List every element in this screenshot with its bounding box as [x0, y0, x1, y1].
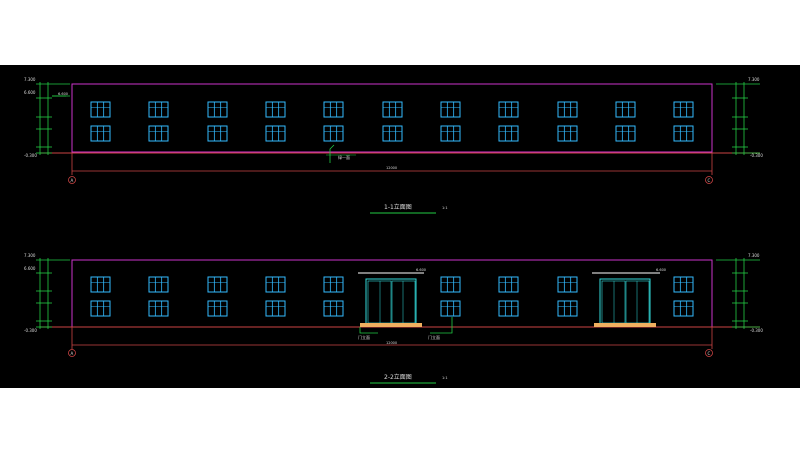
elevation-1-grid-bubble-right — [705, 176, 713, 184]
elevation-1-note: 绿—面 — [338, 154, 350, 160]
cad-drawing: 7.300 6.600 -0.300 7.300 -0.300 6.600 绿—… — [24, 77, 763, 384]
window — [498, 300, 519, 317]
window — [557, 276, 578, 293]
elevation-1-level-top-left: 7.300 — [24, 77, 36, 82]
window — [90, 125, 111, 142]
window — [148, 276, 169, 293]
window — [207, 276, 228, 293]
elevation-2-right-dimensions — [716, 258, 760, 329]
elevation-2-level-roof-left: 6.600 — [24, 266, 36, 271]
window — [557, 101, 578, 118]
window — [498, 125, 519, 142]
elevation-2-level-ground-left: -0.300 — [24, 328, 37, 333]
window — [673, 276, 694, 293]
elevation-1-outline — [71, 83, 713, 153]
elevation-1-leader — [329, 144, 335, 163]
elevation-1-right-dimensions — [716, 82, 760, 155]
window — [207, 101, 228, 118]
window — [90, 276, 111, 293]
elevation-2-step-1 — [360, 323, 422, 327]
window — [265, 276, 286, 293]
window — [440, 125, 461, 142]
window — [557, 125, 578, 142]
window — [498, 276, 519, 293]
elevation-2-grid-right-label: C — [708, 351, 711, 356]
elevation-2-door-1-label: 门立面 — [358, 334, 370, 340]
elevation-2-door-2 — [592, 272, 660, 327]
elevation-1-level-top-right: 7.300 — [748, 77, 760, 82]
elevation-2-level-ground-right: -0.300 — [750, 328, 763, 333]
window — [615, 101, 636, 118]
elevation-2-step-2 — [594, 323, 656, 327]
elevation-2-door-2-leader — [430, 317, 453, 334]
elevation-2-overall-dim: 12000 — [386, 341, 397, 345]
window — [440, 101, 461, 118]
elevation-1-level-roof-left: 6.600 — [24, 90, 36, 95]
window — [382, 125, 403, 142]
window — [382, 101, 403, 118]
elevation-2: 6.600 6.600 7.300 6.600 -0.300 7.300 — [24, 253, 763, 384]
elevation-2-door-1 — [358, 272, 424, 327]
elevation-1-grid-bubble-left — [68, 176, 76, 184]
window — [323, 125, 344, 142]
window — [265, 125, 286, 142]
window — [673, 101, 694, 118]
window — [90, 101, 111, 118]
elevation-1-scale: 1:1 — [442, 206, 448, 210]
window — [207, 125, 228, 142]
elevation-2-windows — [90, 276, 694, 317]
window — [148, 101, 169, 118]
elevation-1-windows — [90, 101, 694, 142]
window — [265, 101, 286, 118]
window — [323, 276, 344, 293]
cad-viewport[interactable]: 7.300 6.600 -0.300 7.300 -0.300 6.600 绿—… — [0, 65, 800, 388]
window — [615, 125, 636, 142]
elevation-1-title: 1-1立面图 — [384, 203, 412, 211]
elevation-2-level-top-left: 7.300 — [24, 253, 36, 258]
elevation-2-door-1-leader — [359, 327, 378, 334]
elevation-1: 7.300 6.600 -0.300 7.300 -0.300 6.600 绿—… — [24, 77, 763, 214]
window — [265, 300, 286, 317]
elevation-1-level-ground-left: -0.300 — [24, 153, 37, 158]
window — [673, 125, 694, 142]
elevation-1-grid-left-label: A — [71, 178, 74, 183]
window — [323, 300, 344, 317]
elevation-2-door-2-level: 6.600 — [656, 268, 666, 272]
window — [207, 300, 228, 317]
elevation-2-level-top-right: 7.300 — [748, 253, 760, 258]
window — [148, 125, 169, 142]
elevation-2-scale: 1:1 — [442, 376, 448, 380]
elevation-1-level-roof-callout: 6.600 — [58, 92, 68, 96]
elevation-2-grid-bubble-left — [68, 349, 76, 357]
elevation-2-left-dimensions — [36, 258, 70, 329]
elevation-1-left-dimensions — [36, 82, 70, 155]
window — [498, 101, 519, 118]
elevation-2-title: 2-2立面图 — [384, 373, 412, 381]
window — [673, 300, 694, 317]
elevation-2-door-2-label: 门立面 — [428, 334, 440, 340]
elevation-1-grid-right-label: C — [708, 178, 711, 183]
elevation-2-door-1-level: 6.600 — [416, 268, 426, 272]
elevation-1-level-ground-right: -0.300 — [750, 153, 763, 158]
elevation-2-grid-bubble-right — [705, 349, 713, 357]
window — [557, 300, 578, 317]
elevation-1-overall-dim: 12000 — [386, 166, 397, 170]
window — [440, 300, 461, 317]
elevation-2-grid-left-label: A — [71, 351, 74, 356]
window — [323, 101, 344, 118]
window — [148, 300, 169, 317]
window — [440, 276, 461, 293]
window — [90, 300, 111, 317]
